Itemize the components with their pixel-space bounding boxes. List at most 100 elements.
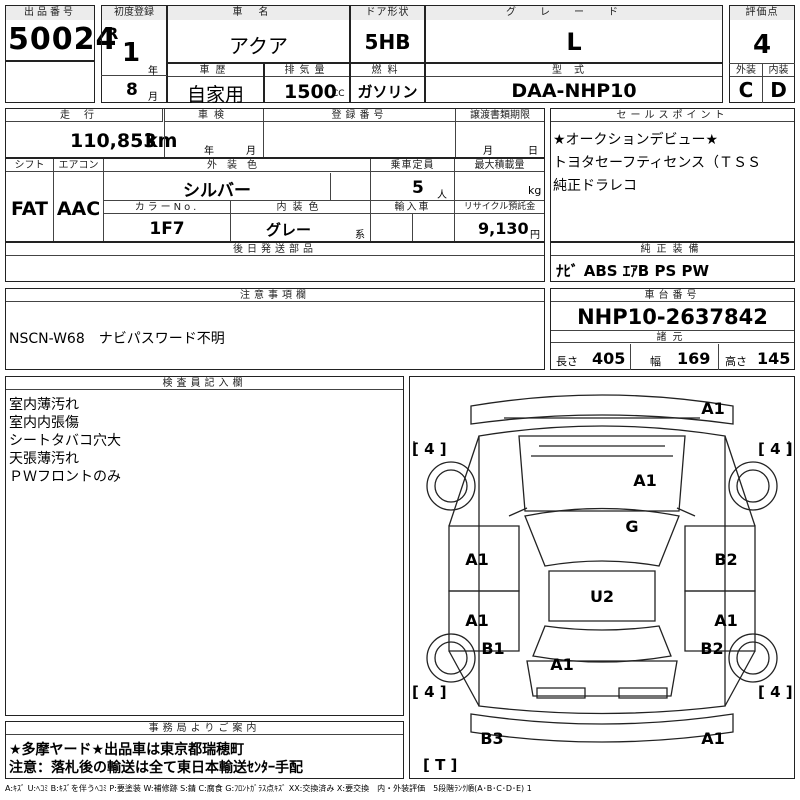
chassis-number: NHP10-2637842 bbox=[577, 305, 768, 329]
ext-header: 外装 bbox=[730, 64, 762, 77]
office-note-2: 注意：落札後の輸送は全て東日本輸送ｾﾝﾀｰ手配 bbox=[9, 760, 303, 776]
import-header: 輸入車 bbox=[371, 201, 454, 214]
inspector-note-2: 室内内張傷 bbox=[9, 415, 79, 431]
maxload-header: 最大積載量 bbox=[455, 159, 544, 172]
sale-points-box bbox=[550, 108, 795, 242]
model-box bbox=[425, 63, 723, 103]
divider bbox=[263, 109, 264, 157]
disp-header: 排気量 bbox=[265, 64, 349, 77]
model-code: DAA-NHP10 bbox=[511, 80, 637, 102]
height-value: 145 bbox=[757, 349, 791, 368]
inspector-note-5: ＰＷフロントのみ bbox=[9, 469, 121, 485]
divider bbox=[630, 344, 631, 370]
name-header: 車名 bbox=[168, 6, 349, 20]
t-mark: [ T ] bbox=[423, 756, 458, 774]
mileage-header: 走行 bbox=[6, 109, 163, 122]
mark-rear-left: B3 bbox=[480, 729, 504, 748]
mark-left-rear-fender: B1 bbox=[481, 639, 505, 658]
width-value: 169 bbox=[677, 349, 711, 368]
cc-unit: CC bbox=[332, 89, 345, 99]
capacity-value: 5 bbox=[412, 178, 424, 198]
mark-windshield: G bbox=[625, 517, 639, 536]
height-label: 高さ bbox=[725, 355, 747, 368]
mark-roof: U2 bbox=[589, 587, 615, 606]
history-box bbox=[167, 63, 264, 103]
person-unit: 人 bbox=[437, 190, 447, 201]
transfer-month-unit: 月 bbox=[483, 146, 493, 157]
recycle-value: 9,130 bbox=[478, 219, 529, 238]
divider bbox=[53, 159, 54, 241]
equipment-value: ﾅﾋﾞ ABS ｴｱB PS PW bbox=[556, 262, 710, 280]
year-unit: 年 bbox=[148, 66, 158, 77]
kei-unit: 系 bbox=[355, 230, 365, 241]
int-color-header: 内装色 bbox=[231, 201, 370, 214]
reg-year: 1 bbox=[122, 38, 141, 68]
exterior-score: C bbox=[738, 78, 754, 102]
tyre-front-right: [ 4 ] bbox=[758, 440, 793, 458]
color-no-header: カラーNo. bbox=[104, 201, 230, 214]
office-header: 事務局よりご案内 bbox=[6, 722, 403, 735]
ext-color-header: 外装色 bbox=[104, 159, 370, 172]
history-value: 自家用 bbox=[186, 84, 244, 106]
fuel-box bbox=[350, 63, 425, 103]
sale-points-header: セールスポイント bbox=[551, 109, 794, 122]
notes-text: NSCN-W68 ナビパスワード不明 bbox=[9, 331, 225, 347]
first-reg-header: 初度登録 bbox=[102, 6, 166, 20]
office-box bbox=[5, 721, 404, 779]
mark-hood: A1 bbox=[633, 471, 657, 490]
km-unit: km bbox=[145, 130, 178, 152]
divider bbox=[762, 63, 763, 103]
history-header: 車歴 bbox=[168, 64, 263, 77]
fuel-value: ガソリン bbox=[357, 83, 418, 101]
divider bbox=[101, 75, 167, 76]
plate-header: 登録番号 bbox=[264, 109, 455, 122]
divider bbox=[164, 109, 165, 157]
lot-number: 50024 bbox=[8, 22, 118, 57]
tyre-rear-left: [ 4 ] bbox=[412, 683, 447, 701]
shift-header: シフト bbox=[6, 159, 53, 172]
recycle-header: リサイクル預託金 bbox=[455, 201, 544, 214]
legend: A:ｷｽﾞ U:ﾍｺﾐ B:ｷｽﾞを伴うﾍｺﾐ P:要塗装 W:補修跡 S:錆 … bbox=[5, 784, 532, 793]
ext-color-value: シルバー bbox=[183, 181, 251, 201]
insp-month-unit: 月 bbox=[246, 146, 256, 157]
mileage-value: 110,853 bbox=[70, 130, 157, 152]
sale-point-3: 純正ドラレコ bbox=[553, 178, 637, 194]
inspector-box bbox=[5, 376, 404, 716]
kg-unit: kg bbox=[528, 184, 542, 197]
divider bbox=[455, 109, 456, 157]
inspector-note-1: 室内薄汚れ bbox=[9, 397, 79, 413]
reg-era: R bbox=[106, 24, 119, 43]
disp-box bbox=[264, 63, 350, 103]
chassis-header: 車台番号 bbox=[551, 289, 794, 302]
chassis-box bbox=[550, 288, 795, 370]
lot-header: 出品番号 bbox=[6, 6, 94, 20]
insp-year-unit: 年 bbox=[204, 146, 214, 157]
sale-point-1: ★オークションデビュー★ bbox=[553, 132, 719, 148]
reg-month: 8 bbox=[126, 80, 138, 100]
row2-box bbox=[5, 108, 545, 158]
color-no-value: 1F7 bbox=[149, 219, 185, 239]
door-header: ドア形状 bbox=[351, 6, 424, 20]
length-label: 長さ bbox=[556, 355, 578, 368]
grade-box bbox=[425, 5, 723, 63]
car-name: アクア bbox=[229, 34, 288, 58]
score-overall: 4 bbox=[752, 30, 772, 60]
door-box bbox=[350, 5, 425, 63]
divider bbox=[330, 173, 331, 200]
mark-right-rear-door: A1 bbox=[714, 611, 738, 630]
length-value: 405 bbox=[592, 349, 626, 368]
sale-point-2: トヨタセーフティセンス（ＴＳＳ bbox=[553, 155, 762, 171]
office-note-1: ★多摩ヤード★出品車は東京都瑞穂町 bbox=[9, 742, 245, 758]
divider bbox=[412, 214, 413, 241]
lot-lower-box bbox=[5, 61, 95, 103]
ac-value: AAC bbox=[56, 198, 101, 220]
name-box bbox=[167, 5, 350, 63]
tyre-rear-right: [ 4 ] bbox=[758, 683, 793, 701]
equipment-header: 純正装備 bbox=[551, 243, 794, 256]
first-reg-box bbox=[101, 5, 167, 103]
displacement-value: 1500 bbox=[284, 81, 337, 103]
car-diagram bbox=[413, 394, 790, 743]
shift-value: FAT bbox=[11, 198, 48, 220]
mark-left-rear-door: A1 bbox=[465, 611, 489, 630]
notes-box bbox=[5, 288, 545, 370]
